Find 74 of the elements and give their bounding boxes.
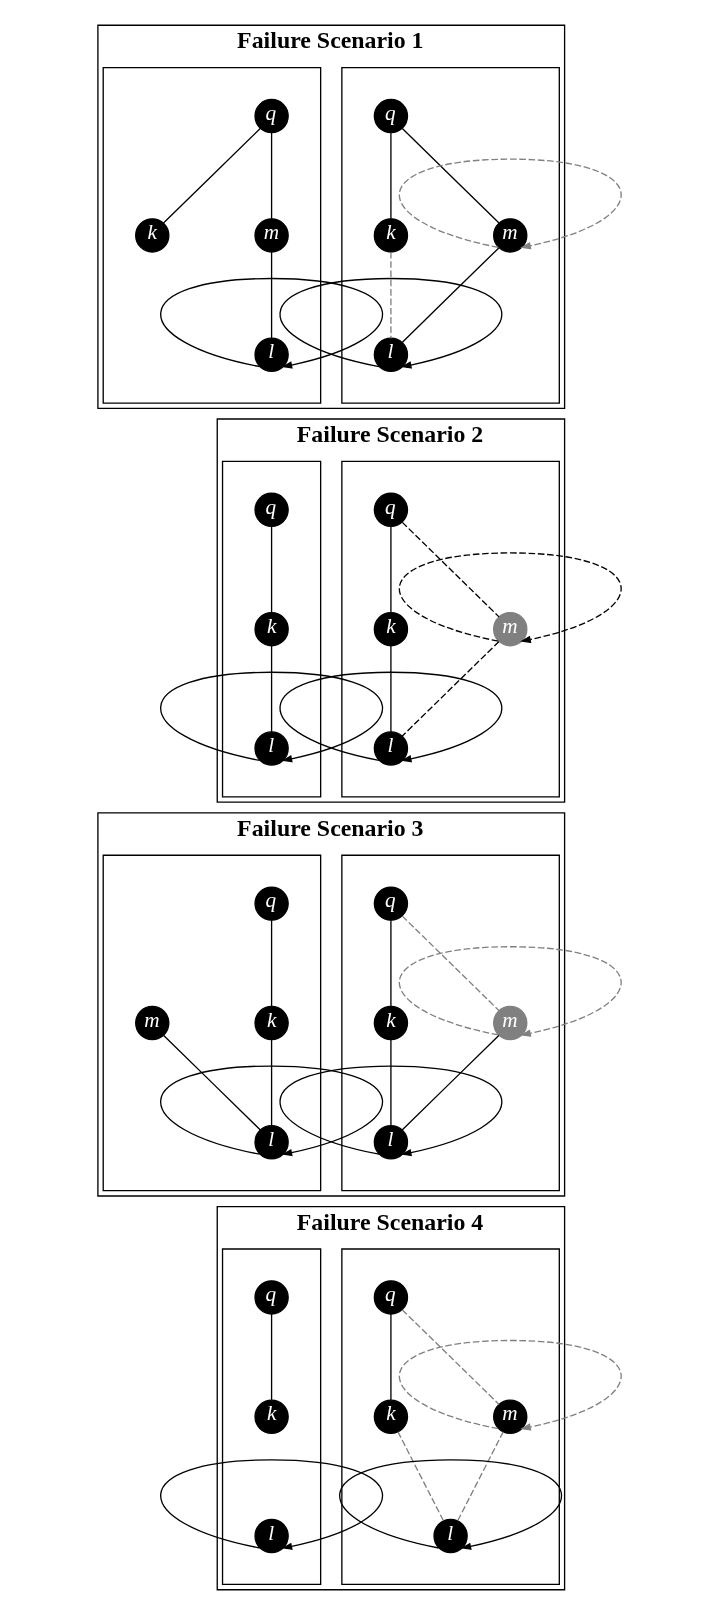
- node-circle: l: [254, 731, 289, 766]
- node-circle: k: [373, 611, 409, 647]
- connector: [162, 127, 261, 224]
- cluster: [221, 460, 322, 798]
- node-circle: l: [254, 1125, 289, 1160]
- connector: [390, 919, 392, 1008]
- node-circle: m: [493, 1399, 528, 1434]
- node-circle: k: [254, 1005, 289, 1041]
- connector: [457, 1431, 504, 1522]
- cluster: [341, 460, 560, 798]
- cluster: [102, 854, 322, 1192]
- node-circle: m: [493, 218, 528, 253]
- node-circle: q: [373, 492, 409, 528]
- connector: [401, 915, 500, 1012]
- node-circle: q: [373, 886, 409, 921]
- connector: [401, 247, 500, 344]
- node-circle: q: [373, 1280, 409, 1315]
- arrow: [339, 1459, 562, 1550]
- connector: [401, 641, 500, 737]
- node-circle: l: [373, 731, 409, 766]
- cluster: [102, 67, 322, 404]
- node-circle: q: [254, 1280, 289, 1315]
- arrow: [160, 1065, 383, 1157]
- node-circle: k: [254, 1399, 289, 1434]
- node-circle: q: [254, 98, 289, 134]
- node-circle: l: [433, 1518, 468, 1554]
- node-circle: q: [254, 886, 289, 921]
- connector: [390, 1313, 392, 1401]
- connector: [390, 251, 392, 339]
- connector: [390, 525, 392, 614]
- connector: [163, 1034, 262, 1131]
- node-circle: l: [373, 337, 409, 372]
- connector: [270, 132, 273, 220]
- connector: [401, 1309, 500, 1406]
- connector: [401, 521, 500, 618]
- node-circle: k: [373, 218, 409, 253]
- connector: [401, 1034, 500, 1131]
- connector: [270, 645, 273, 733]
- node-circle: m: [135, 1005, 170, 1041]
- arrow: [279, 277, 503, 369]
- node-circle: l: [373, 1125, 409, 1160]
- arrow: [279, 671, 503, 763]
- node-circle: k: [373, 1005, 409, 1041]
- connector: [390, 1038, 392, 1127]
- arrow: [160, 1459, 383, 1550]
- cluster: [341, 67, 560, 404]
- node-circle: q: [373, 98, 409, 134]
- connector: [270, 1313, 273, 1401]
- arrow: [160, 277, 383, 369]
- connector: [390, 645, 392, 733]
- connector: [390, 132, 392, 220]
- connector: [270, 1038, 273, 1127]
- arrow: [398, 158, 622, 250]
- node-circle: l: [254, 1518, 289, 1554]
- arrow: [279, 1065, 503, 1157]
- arrow: [160, 671, 383, 763]
- node-circle: m: [493, 611, 528, 647]
- node-circle: k: [373, 1399, 409, 1434]
- node-circle: m: [254, 218, 289, 253]
- node-circle: q: [254, 492, 289, 528]
- connector: [270, 919, 273, 1008]
- connector: [270, 251, 273, 339]
- arrow: [398, 552, 622, 644]
- cluster: [221, 1248, 322, 1586]
- cluster: [341, 854, 560, 1192]
- connector: [401, 127, 500, 224]
- connector: [397, 1431, 445, 1522]
- arrow: [398, 1339, 622, 1431]
- node-circle: k: [135, 218, 170, 253]
- node-circle: k: [254, 611, 289, 647]
- arrow: [398, 946, 622, 1037]
- connector: [270, 525, 273, 614]
- node-circle: m: [493, 1005, 528, 1041]
- node-circle: l: [254, 337, 289, 372]
